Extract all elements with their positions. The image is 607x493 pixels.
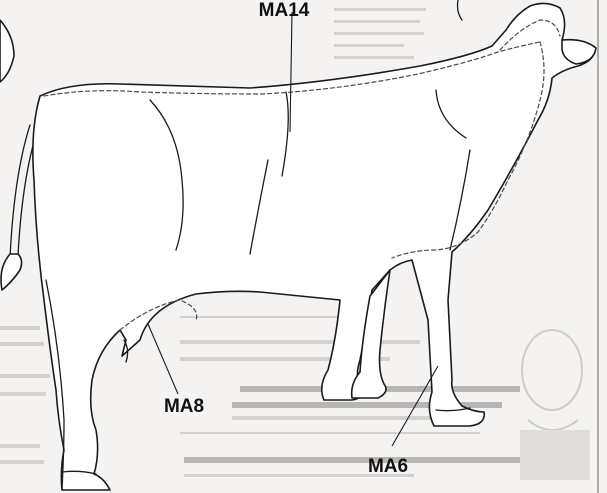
label-ma14: MA14 bbox=[259, 0, 310, 21]
callout-hind-leg: MA8 bbox=[148, 324, 204, 417]
partial-part-left-icon bbox=[0, 20, 14, 82]
label-ma6: MA6 bbox=[368, 456, 408, 477]
horn-line bbox=[458, 0, 463, 20]
label-ma8: MA8 bbox=[164, 396, 204, 417]
